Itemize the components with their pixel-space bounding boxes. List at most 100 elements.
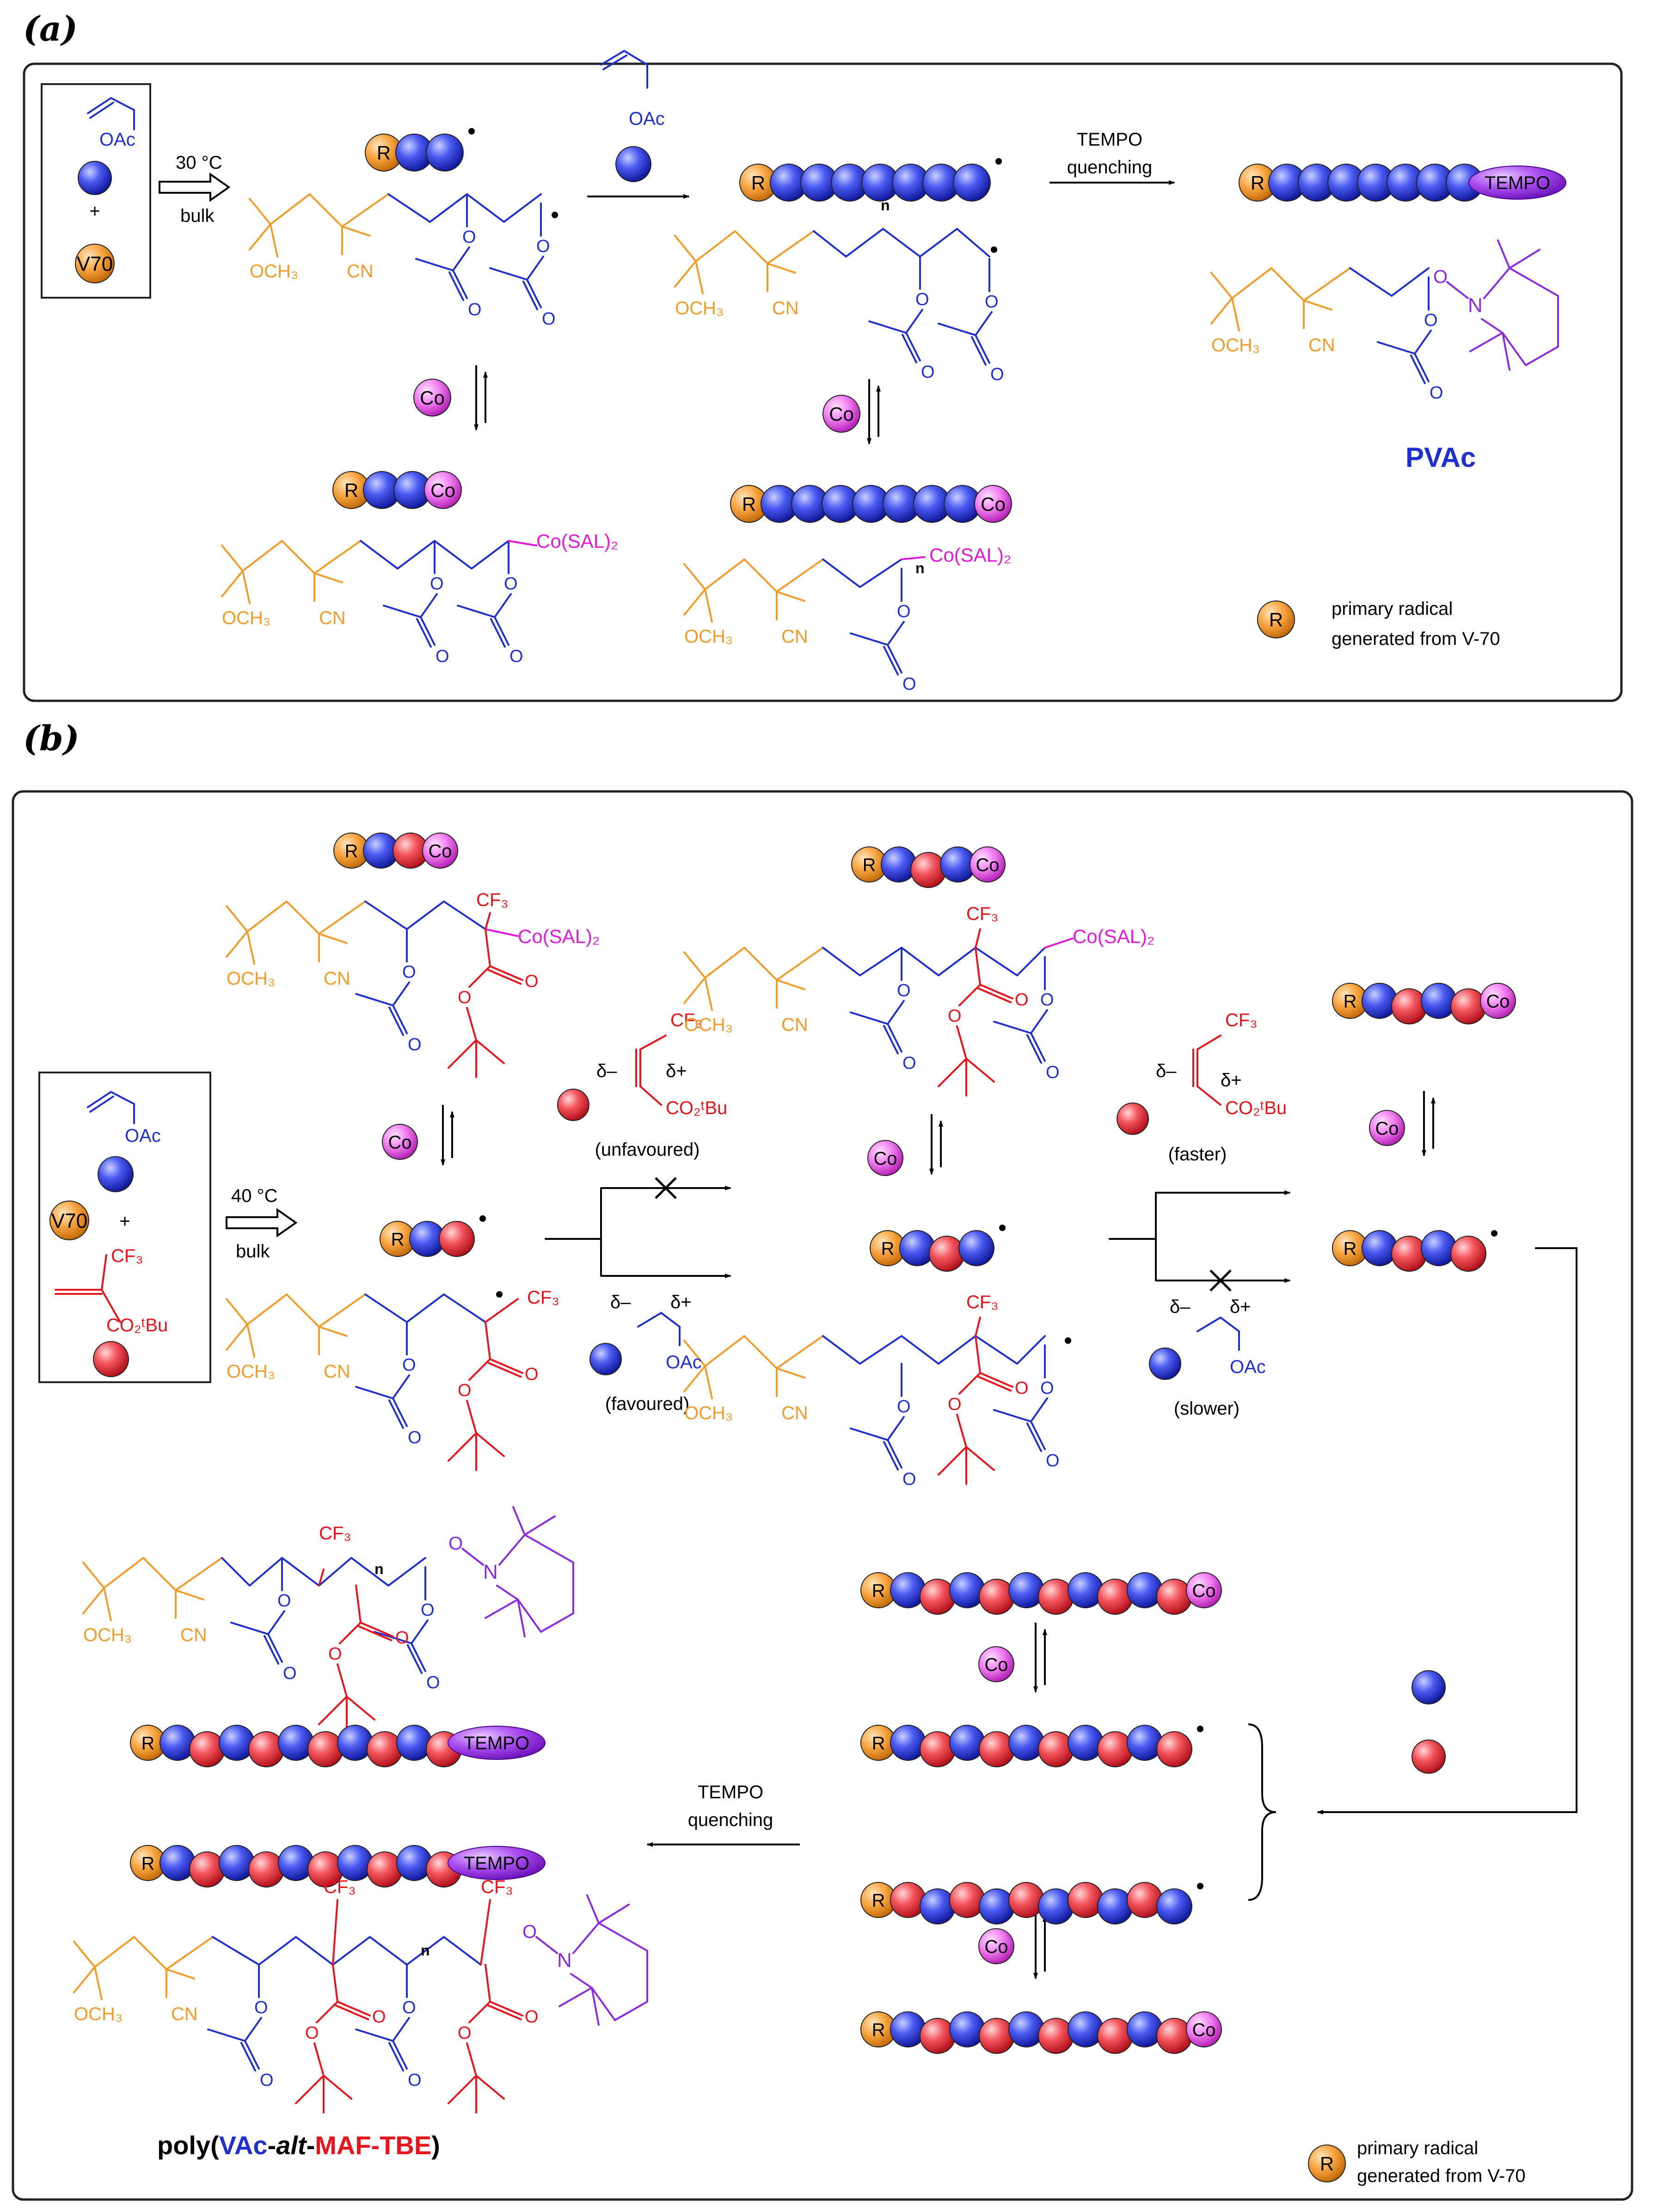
tbu-methyl <box>448 1039 477 1069</box>
r-end-group-label: R <box>141 1733 155 1753</box>
tbu-methyl <box>323 2075 352 2100</box>
ester-bond <box>332 1964 338 2003</box>
cobalt-end-group-label: Co <box>1192 1581 1216 1601</box>
maf-unit-bead <box>979 1731 1015 1767</box>
delta-plus-label: δ+ <box>666 1061 687 1081</box>
ester-bond <box>468 1358 491 1381</box>
acetate-carbonyl <box>938 311 993 336</box>
vinyl-acetate-label: OAc <box>125 1126 161 1146</box>
vinyl-acetate-bond <box>600 50 648 66</box>
carbonyl-double-bond <box>337 2001 371 2016</box>
reagent-box-b <box>38 1072 211 1383</box>
grouping-brace <box>1248 1723 1277 1901</box>
carbonyl-oxygen-label: O <box>283 1664 297 1683</box>
maf-unit-bead <box>1391 1236 1427 1272</box>
vac-unit-bead <box>1008 1725 1044 1761</box>
r-end-group-label: R <box>872 1581 885 1601</box>
delta-plus-label: δ+ <box>670 1292 692 1312</box>
radical-dot <box>496 1291 503 1298</box>
cobalt-complex-bead-label: Co <box>1375 1118 1399 1139</box>
slower-note: (slower) <box>1174 1398 1240 1419</box>
ester-bond <box>975 947 981 986</box>
v70-fragment-methyl <box>776 591 805 602</box>
methoxy-label: OCH₃ <box>227 1361 275 1382</box>
methoxy-label: OCH₃ <box>684 626 733 647</box>
acetate-carbonyl <box>489 256 544 281</box>
pvac-backbone <box>813 228 990 257</box>
cobalt-catalyst-label: Co(SAL)₂ <box>536 530 618 552</box>
radical-dot <box>552 212 558 218</box>
maf-unit-bead <box>248 1851 284 1887</box>
vac-unit-bead <box>1421 983 1457 1019</box>
vinyl-acetate-label: OAc <box>666 1352 702 1373</box>
vac-unit-bead <box>337 1845 373 1881</box>
vinyl-acetate-label: OAc <box>1230 1357 1266 1377</box>
nitrile-label: CN <box>324 968 350 989</box>
carbonyl-double-bond <box>490 618 506 648</box>
ester-bond <box>468 2001 491 2023</box>
v70-fragment-methyl <box>704 588 713 623</box>
v70-fragment-methyl <box>221 570 244 597</box>
v70-initiator-bead <box>49 1201 89 1240</box>
carbonyl-double-bond <box>1410 355 1426 385</box>
piperidine-ring <box>570 1922 648 2021</box>
r-end-group-label: R <box>345 841 358 861</box>
cobalt-complex-bead <box>413 379 451 417</box>
maf-unit-bead <box>1097 1731 1133 1767</box>
vac-unit-bead <box>1097 1888 1133 1924</box>
maf-tbe-bond <box>1197 1035 1221 1050</box>
copolymer-backbone <box>364 1293 486 1323</box>
carbonyl-double-bond <box>448 271 464 301</box>
vac-unit-bead <box>1156 1888 1192 1924</box>
acetate-carbonyl <box>230 1610 285 1635</box>
panel-b-frame <box>12 790 1633 2201</box>
carbonyl-double-bond <box>1026 1422 1042 1452</box>
carbonyl-oxygen-label: O <box>372 2007 386 2027</box>
ester-bond <box>355 1585 362 1624</box>
cf3-bond <box>975 1317 981 1337</box>
r-end-group-label: R <box>751 172 765 194</box>
ester-oxygen-label: O <box>458 988 472 1007</box>
cobalt-complex-bead-label: Co <box>420 387 445 409</box>
v70-fragment-methyl <box>695 260 704 294</box>
carbonyl-double-bond <box>416 618 432 648</box>
carbonyl-oxygen-label: O <box>525 972 539 991</box>
vac-unit-bead <box>949 1572 985 1608</box>
carbonyl-double-bond <box>240 2042 256 2072</box>
tbu-methyl <box>448 1432 477 1462</box>
vac-unit-bead <box>337 1725 373 1761</box>
cobalt-end-group-label: Co <box>981 493 1006 515</box>
tbu-ester-label: CO₂ᵗBu <box>1225 1098 1287 1118</box>
vac-unit-bead <box>1068 1725 1104 1761</box>
repeat-n-label: n <box>881 197 890 214</box>
carbonyl-oxygen-label: O <box>408 2071 422 2090</box>
carbonyl-double-bond <box>420 616 436 646</box>
carbonyl-double-bond <box>388 2042 404 2072</box>
vac-unit-bead <box>1008 1572 1044 1608</box>
cobalt-complex-bead-label: Co <box>388 1132 412 1152</box>
ring-methyl <box>591 1987 600 2026</box>
ester-oxygen-label: O <box>897 1397 911 1416</box>
carbonyl-oxygen-label: O <box>260 2071 274 2090</box>
vac-unit-bead <box>219 1845 255 1881</box>
r-end-group-label: R <box>1344 1238 1357 1259</box>
vac-monomer-bead <box>1149 1348 1181 1380</box>
legend-r-bead-label: R <box>1320 2153 1334 2175</box>
vac-unit-bead <box>1068 1572 1104 1608</box>
ring-methyl <box>517 1599 526 1637</box>
vac-monomer-bead <box>615 146 651 182</box>
vinyl-acetate-bond <box>637 1312 681 1328</box>
nitrile-label: CN <box>324 1361 350 1382</box>
vac-legend-bead <box>78 161 112 195</box>
r-end-group-label: R <box>377 142 391 164</box>
v70-fragment-methyl <box>683 588 706 616</box>
ester-bond <box>468 965 491 988</box>
vac-unit-bead <box>1008 2011 1044 2047</box>
copolymer-backbone <box>822 947 1046 976</box>
nitrile-label: CN <box>781 626 808 647</box>
temperature-label: 40 °C <box>231 1186 278 1206</box>
radical-dot <box>468 128 475 135</box>
carbonyl-oxygen-label: O <box>525 1365 539 1384</box>
nitrogen-label: N <box>483 1561 498 1583</box>
